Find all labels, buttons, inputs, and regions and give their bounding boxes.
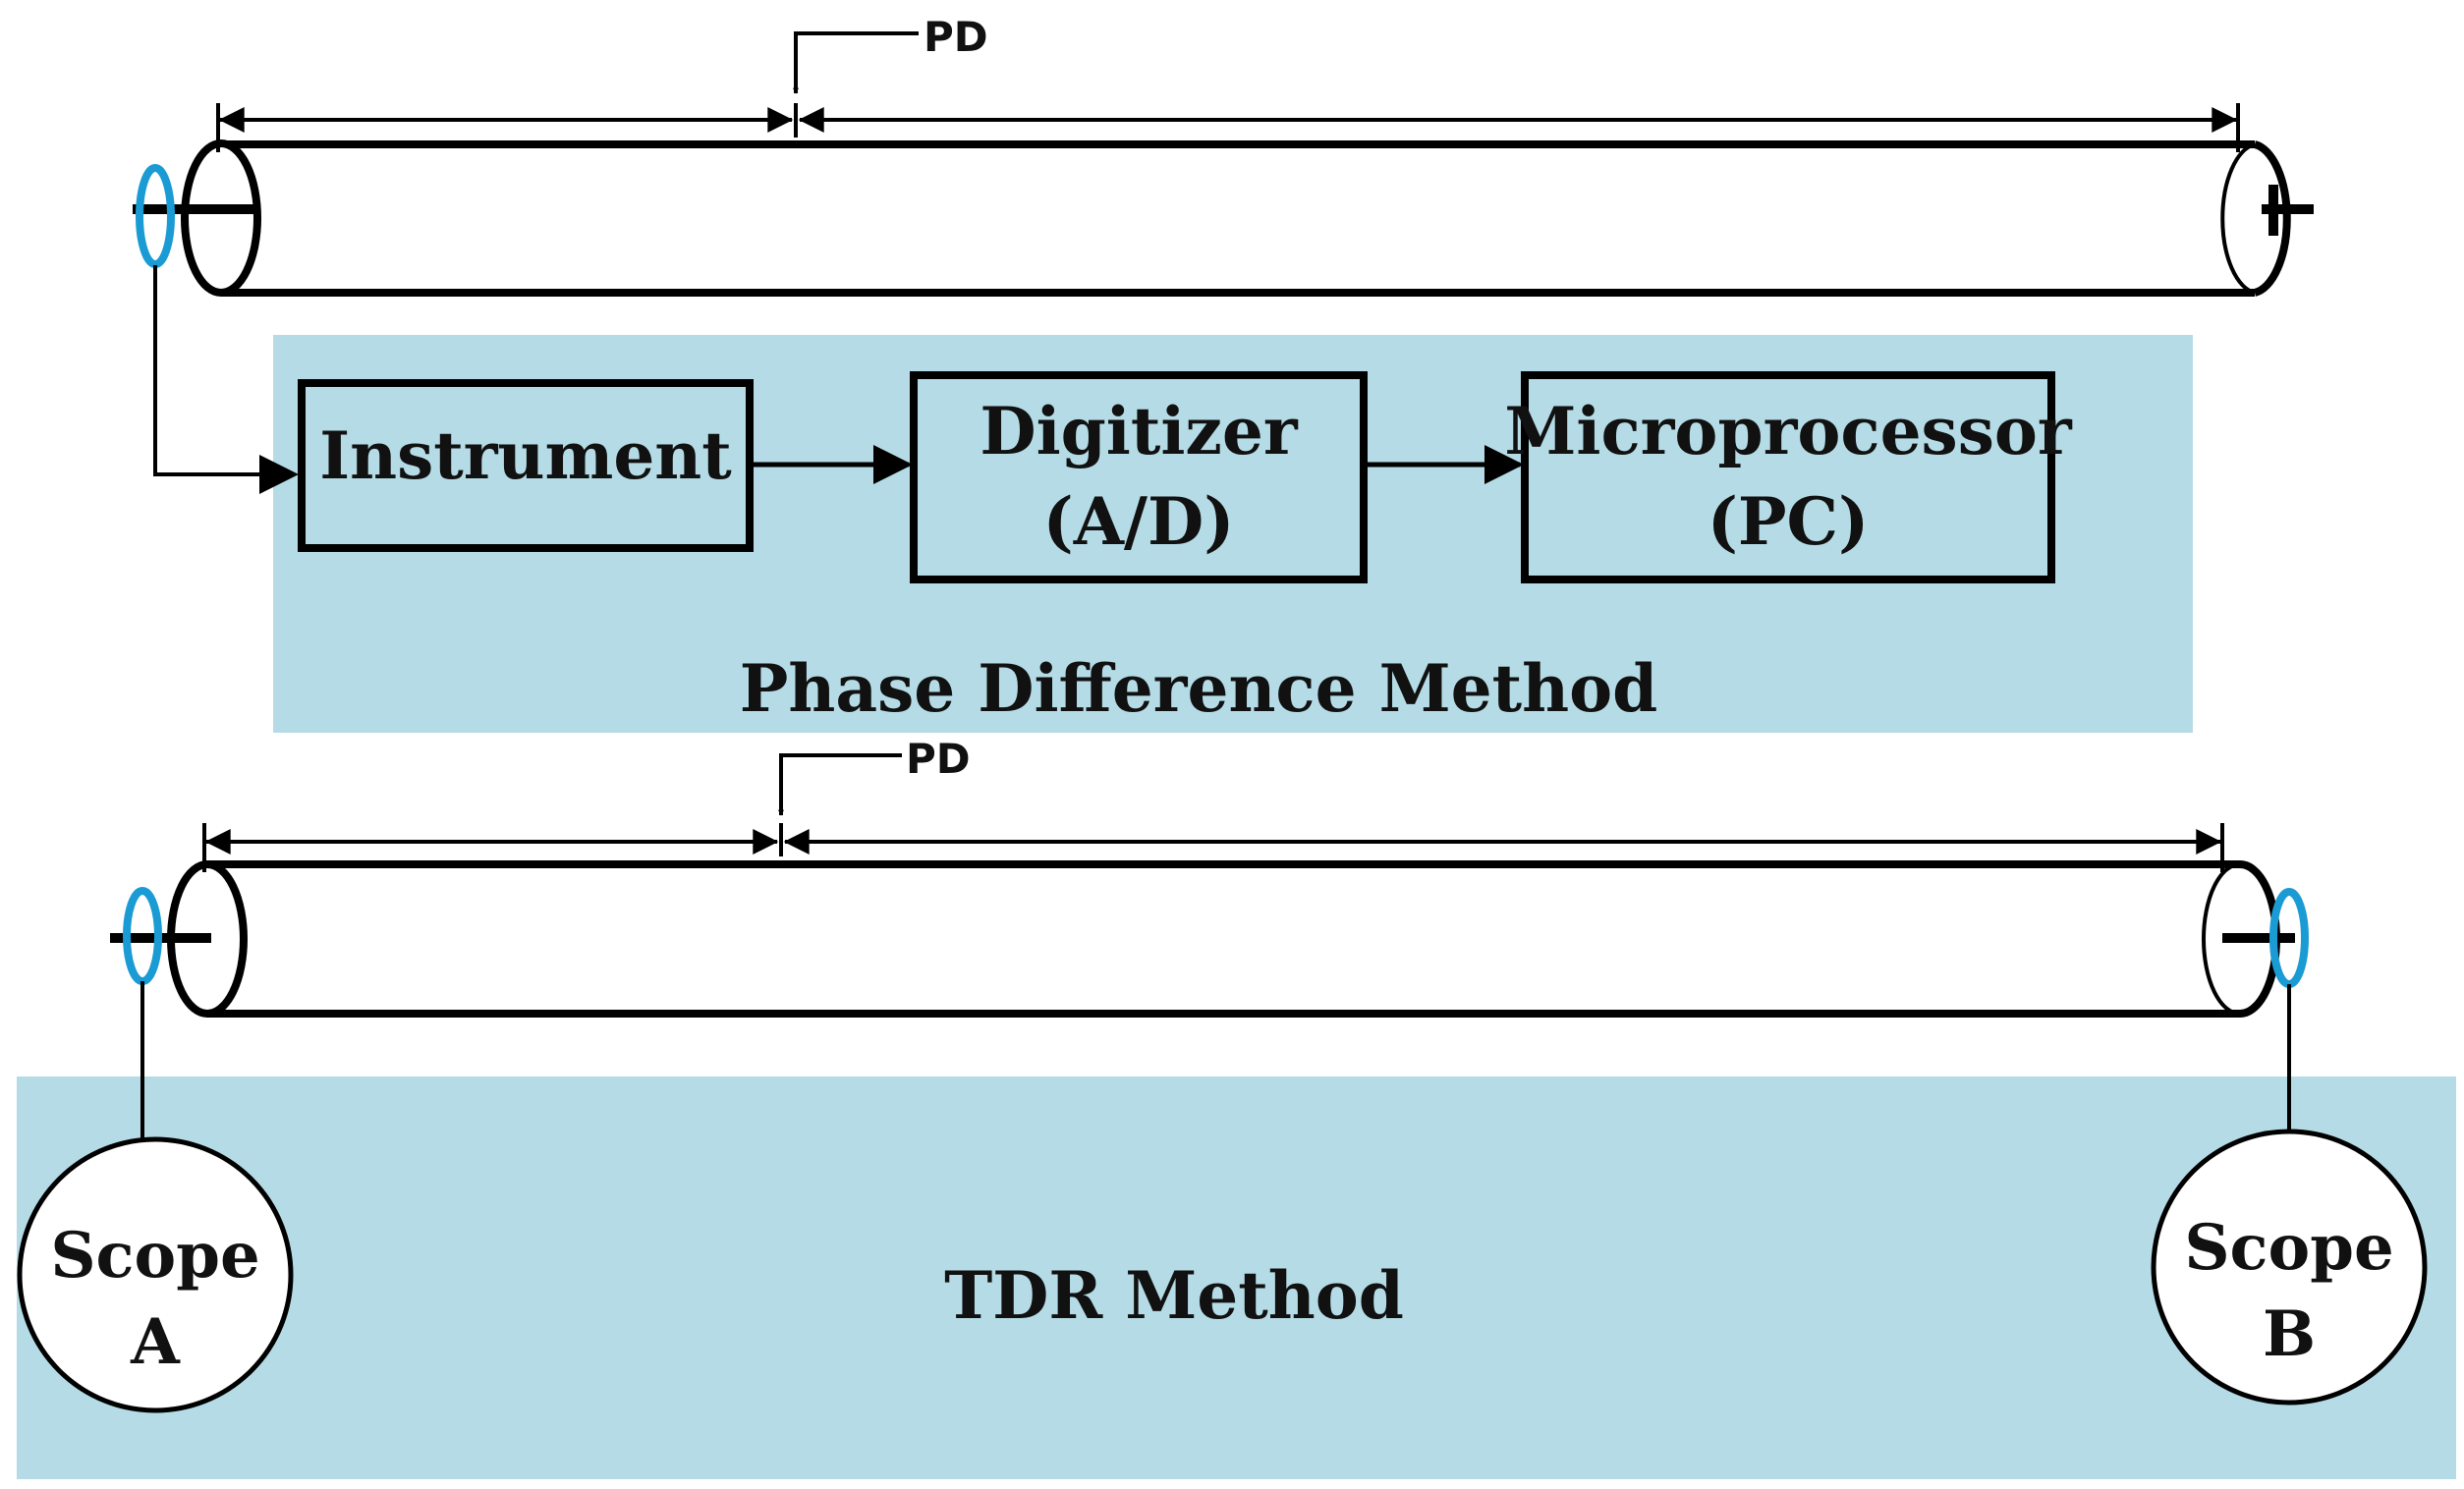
microprocessor-sublabel: (PC): [1708, 483, 1870, 560]
cable-bottom: [110, 860, 2295, 1018]
cable-top-left-end: [181, 139, 261, 297]
dimension-top: [216, 103, 2240, 152]
phase-method-label: Phase Difference Method: [740, 650, 1658, 727]
tdr-method-panel: [17, 1076, 2456, 1479]
sensor-top-left: [136, 164, 175, 268]
pd-pointer-bottom: [778, 753, 902, 816]
pd-label-top: PD: [924, 13, 988, 61]
scope-a-label: Scope: [50, 1219, 259, 1293]
scope-a-sublabel: A: [130, 1305, 181, 1379]
instrument-label: Instrument: [319, 417, 732, 494]
digitizer-sublabel: (A/D): [1042, 483, 1234, 560]
digitizer-label: Digitizer: [980, 393, 1299, 469]
microprocessor-label: Microprocessor: [1504, 393, 2073, 469]
tdr-method-label: TDR Method: [944, 1257, 1404, 1334]
scope-a-node: [17, 1136, 294, 1413]
sensor-to-instrument-wire: [153, 265, 299, 494]
digitizer-block: [910, 371, 1368, 583]
phase-method-panel: [273, 335, 2193, 733]
scope-b-node: [2151, 1129, 2428, 1406]
dimension-bottom: [202, 823, 2224, 872]
microprocessor-block: [1521, 371, 2055, 583]
scope-b-sublabel: B: [2263, 1297, 2316, 1371]
pd-pointer-top: [793, 31, 919, 94]
pd-label-bottom: PD: [906, 735, 971, 783]
cable-top: [133, 139, 2314, 297]
scope-b-label: Scope: [2184, 1211, 2393, 1285]
